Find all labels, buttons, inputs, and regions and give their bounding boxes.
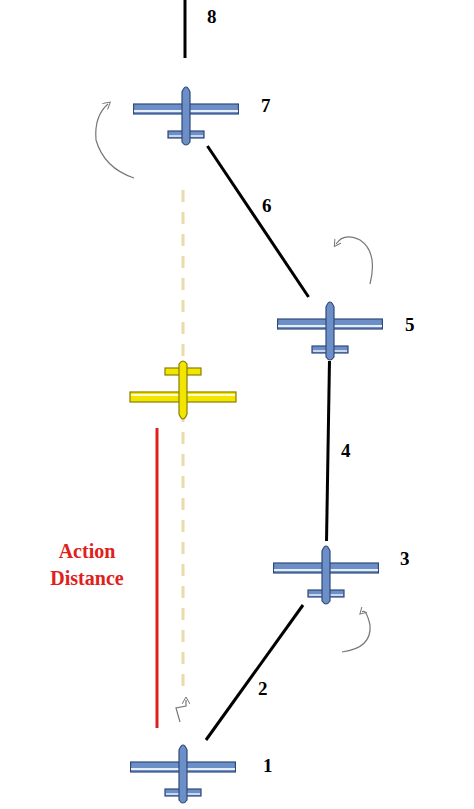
callout-number: 4 — [339, 440, 353, 461]
distance-bar — [156, 428, 159, 728]
callout-number: 8 — [207, 7, 217, 26]
path-line — [184, 0, 187, 58]
plane-node: 1 — [130, 740, 236, 804]
callout-number: 1 — [263, 756, 273, 775]
callout-number: 2 — [256, 678, 270, 699]
plane-icon — [133, 82, 239, 146]
dashed-track — [182, 190, 185, 690]
plane-node: 3 — [273, 541, 379, 605]
turn-arrows — [96, 104, 373, 722]
plane-node: 5 — [277, 297, 383, 361]
plane-icon — [273, 541, 379, 605]
target-plane — [130, 361, 236, 419]
callout-number: 6 — [260, 195, 274, 216]
callout-number: 5 — [405, 315, 415, 334]
path-line — [207, 146, 308, 297]
plane-icon — [130, 740, 236, 804]
path-line — [327, 361, 330, 541]
path-line — [206, 605, 303, 740]
plane-node: 7 — [133, 82, 239, 146]
distance-label: Action Distance — [28, 538, 146, 592]
callout-number: 3 — [400, 549, 410, 568]
plane-icon — [277, 297, 383, 361]
callout-number: 7 — [261, 96, 271, 115]
